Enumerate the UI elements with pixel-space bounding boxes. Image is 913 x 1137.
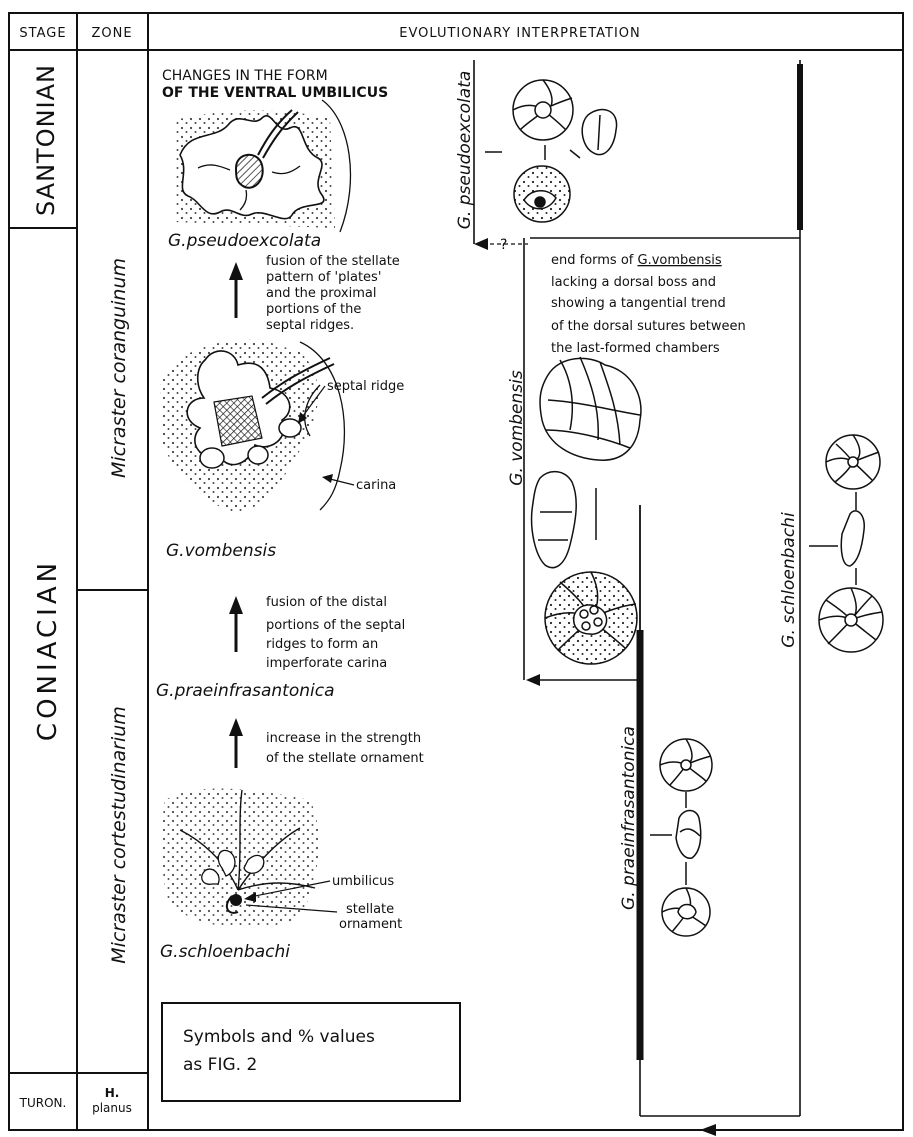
step-2-line-4: imperforate carina xyxy=(266,656,387,671)
species-pseudoexcolata: G.pseudoexcolata xyxy=(168,231,321,251)
stage-santonian: SANTONIAN xyxy=(32,64,60,216)
label-umbilicus: umbilicus xyxy=(332,874,394,889)
species-praeinfrasantonica: G.praeinfrasantonica xyxy=(156,681,335,701)
evolution-arrow-1 xyxy=(229,262,243,318)
step-2-line-3: ridges to form an xyxy=(266,637,378,652)
stage-coniacian: CONIACIAN xyxy=(33,559,63,741)
step-1-line-1: fusion of the stellate xyxy=(266,254,400,269)
evolution-arrow-3 xyxy=(229,718,243,768)
test-sketches-schloenbachi xyxy=(809,435,883,652)
species-schloenbachi: G.schloenbachi xyxy=(160,942,290,962)
lineage-vombensis: G. vombensis xyxy=(507,370,527,486)
stage-header: STAGE xyxy=(19,26,66,41)
test-sketches-vombensis xyxy=(532,357,641,664)
lineage-lines xyxy=(474,60,800,1116)
arrow-to-vombensis xyxy=(526,674,540,686)
zone-coranguinum: Micraster coranguinum xyxy=(108,258,130,478)
step-2-line-1: fusion of the distal xyxy=(266,595,387,610)
label-stellate-2: ornament xyxy=(339,917,402,932)
label-stellate-1: stellate xyxy=(346,902,394,917)
zone-planus-1: H. xyxy=(105,1086,120,1100)
evolution-header: EVOLUTIONARY INTERPRETATION xyxy=(399,26,641,41)
zone-planus-2: planus xyxy=(92,1101,132,1115)
zone-header: ZONE xyxy=(91,26,132,41)
step-2-line-2: portions of the septal xyxy=(266,618,405,633)
step-1-line-4: portions of the xyxy=(266,302,361,317)
symbols-line-1: Symbols and % values xyxy=(183,1027,375,1047)
label-carina: carina xyxy=(356,478,396,493)
umbilicus-title-1: CHANGES IN THE FORM xyxy=(162,68,328,84)
symbols-line-2: as FIG. 2 xyxy=(183,1055,257,1075)
species-vombensis: G.vombensis xyxy=(166,541,276,561)
step-1-line-3: and the proximal xyxy=(266,286,376,301)
step-1-line-5: septal ridges. xyxy=(266,318,354,333)
arrow-to-pseudoexcolata xyxy=(474,238,488,250)
step-1-line-2: pattern of 'plates' xyxy=(266,270,381,285)
test-sketches-pseudoexcolata xyxy=(485,80,617,222)
lineage-schloenbachi: G. schloenbachi xyxy=(779,512,799,648)
lineage-praeinfrasantonica: G. praeinfrasantonica xyxy=(619,726,639,910)
umbilicus-sketch-schloenbachi xyxy=(162,788,319,928)
query-mark: ? xyxy=(500,237,507,253)
zone-cortestudinarium: Micraster cortestudinarium xyxy=(108,706,130,964)
test-sketches-praeinfrasantonica xyxy=(650,739,712,936)
lineage-pseudoexcolata: G. pseudoexcolata xyxy=(455,71,475,230)
end-forms-line-5: the last-formed chambers xyxy=(551,341,720,356)
step-3-line-1: increase in the strength xyxy=(266,731,421,746)
symbols-box xyxy=(162,1003,460,1101)
step-3-line-2: of the stellate ornament xyxy=(266,751,424,766)
umbilicus-sketch-pseudoexcolata xyxy=(175,100,350,232)
carina-arrow xyxy=(322,474,333,483)
end-forms-species: G.vombensis xyxy=(638,253,722,268)
end-forms-line-4: of the dorsal sutures between xyxy=(551,319,746,334)
end-forms-line-2: lacking a dorsal boss and xyxy=(551,275,716,290)
bottom-arrow-head xyxy=(700,1124,716,1136)
stage-turonian: TURON. xyxy=(19,1096,67,1110)
umbilicus-sketch-vombensis xyxy=(160,340,344,512)
evolution-arrow-2 xyxy=(229,596,243,652)
label-septal-ridge: septal ridge xyxy=(327,379,404,394)
umbilicus-title-2: OF THE VENTRAL UMBILICUS xyxy=(162,85,388,101)
end-forms-line-1: end forms of G.vombensis xyxy=(551,253,722,268)
end-forms-line-3: showing a tangential trend xyxy=(551,296,726,311)
